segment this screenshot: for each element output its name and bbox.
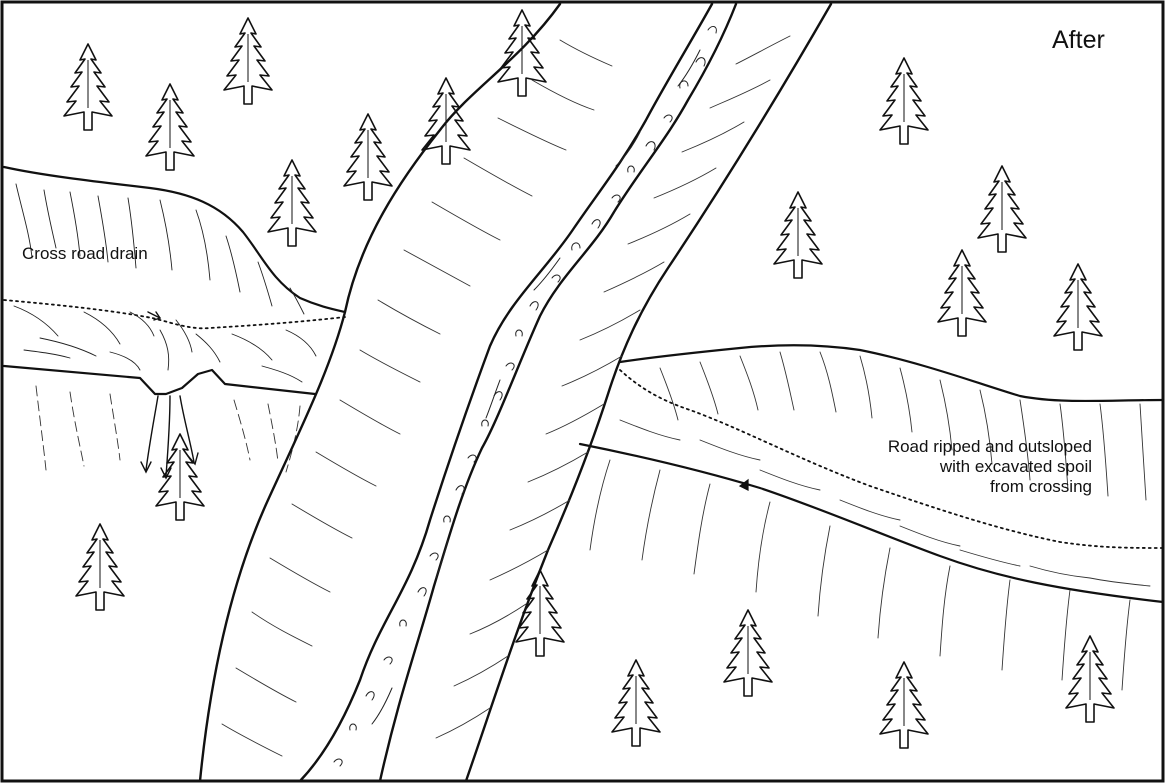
right-road-upper-edge [620,345,1163,401]
tree [64,44,112,130]
lower-left-slope-hatching [36,386,300,472]
left-road-lower-edge [4,366,315,394]
drain-flow-arrows [141,312,198,478]
tree [978,166,1026,252]
cross-road-drain-label: Cross road drain [22,244,148,264]
tree [880,58,928,144]
tree [156,434,204,520]
tree [498,10,546,96]
valley-right-bank [466,4,831,781]
left-road [4,167,345,394]
tree [422,78,470,164]
tree [146,84,194,170]
tree [938,250,986,336]
stream-water-texture [334,26,716,766]
tree [774,192,822,278]
tree [268,160,316,246]
left-road-upper-edge [4,167,345,312]
tree [76,524,124,610]
tree [224,18,272,104]
left-road-centerline [4,300,345,328]
tree [516,570,564,656]
tree [344,114,392,200]
tree [880,662,928,748]
tree [1066,636,1114,722]
tree [724,610,772,696]
after-title: After [1052,26,1105,56]
road-ripped-outsloped-label: Road ripped and outsloped with excavated… [770,437,1092,497]
left-road-hatching [14,184,316,382]
tree [1054,264,1102,350]
tree [612,660,660,746]
